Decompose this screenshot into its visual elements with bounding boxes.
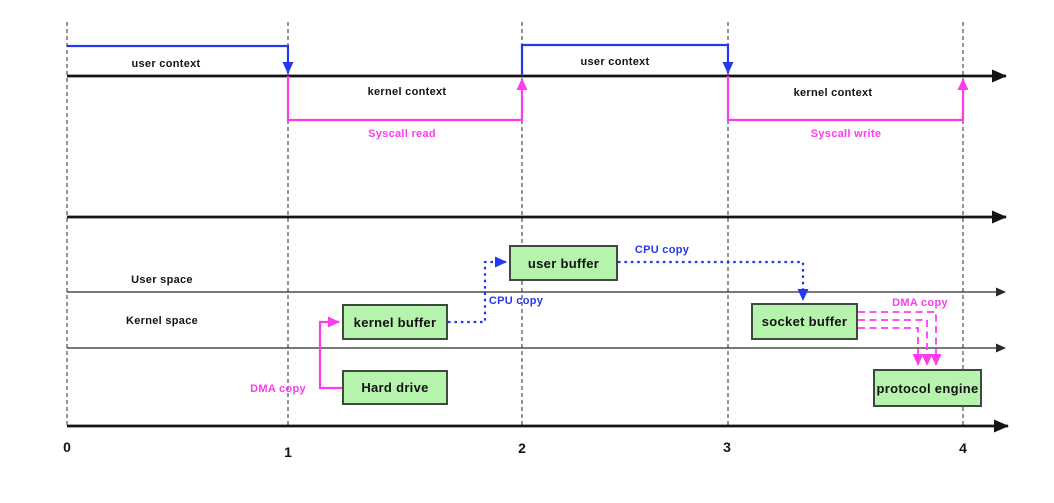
- protocol-engine-box: protocol engine: [873, 369, 982, 407]
- user-space-label: User space: [131, 274, 193, 286]
- tick-1: 1: [284, 444, 292, 460]
- user-context-label-1: user context: [131, 58, 201, 70]
- time-gridlines: [66, 22, 964, 426]
- kernel-space-label: Kernel space: [125, 315, 199, 327]
- syscall-write-step-arrow: [726, 76, 969, 122]
- kernel-context-label-2: kernel context: [793, 87, 873, 99]
- cpu-copy-label-2: CPU copy: [634, 244, 690, 256]
- kernel-context-label-1: kernel context: [367, 86, 447, 98]
- syscall-read-label: Syscall read: [368, 128, 436, 140]
- hard-drive-box: Hard drive: [342, 370, 448, 405]
- dma-copy-1-arrow: [318, 316, 342, 390]
- user-buffer-box: user buffer: [509, 245, 618, 281]
- dma-copy-label-1: DMA copy: [250, 383, 306, 395]
- tick-0: 0: [63, 439, 71, 455]
- cpu-copy-2-arrow: [618, 260, 809, 301]
- dma-copy-label-2: DMA copy: [892, 297, 948, 309]
- user-context-step-2-arrow: [520, 43, 734, 76]
- dma-copy-2-strand-3: [858, 327, 924, 366]
- dma-copy-2-arrows: [858, 311, 942, 366]
- syscall-write-label: Syscall write: [810, 128, 882, 140]
- kernel-buffer-box: kernel buffer: [342, 304, 448, 340]
- syscall-read-step-arrow: [286, 76, 528, 122]
- socket-buffer-box: socket buffer: [751, 303, 858, 340]
- dma-copy-2-strand-2: [858, 319, 933, 366]
- user-context-label-2: user context: [580, 56, 650, 68]
- tick-2: 2: [518, 440, 526, 456]
- cpu-copy-label-1: CPU copy: [488, 295, 544, 307]
- user-context-step-1-arrow: [67, 44, 294, 74]
- dma-copy-2-strand-1: [858, 311, 942, 366]
- tick-4: 4: [959, 440, 967, 456]
- tick-3: 3: [723, 439, 731, 455]
